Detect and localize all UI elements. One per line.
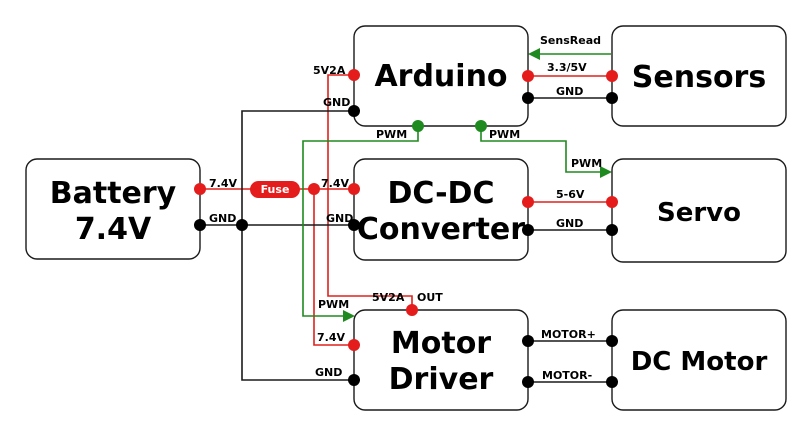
dcdc-gnd-label: GND — [326, 212, 353, 225]
sensor-power-label: 3.3/5V — [547, 61, 587, 74]
arduino-sensor-power-pin — [522, 70, 534, 82]
connection-dots — [194, 69, 618, 388]
battery-label-line2: 7.4V — [75, 212, 152, 247]
wire-pwm-to-motor-driver — [302, 127, 419, 317]
motor-driver-label-line1: Motor — [391, 326, 491, 361]
pin-labels: SensRead 3.3/5V GND 5V2A GND PWM PWM PWM… — [209, 34, 602, 382]
dcdc-7v4-label: 7.4V — [321, 177, 349, 190]
arduino-pwm-pin-2 — [475, 120, 487, 132]
motor-driver-label-line2: Driver — [389, 362, 494, 397]
dcdc-label-line2: Converter — [357, 212, 525, 247]
motor-driver-motor-plus-pin — [522, 335, 534, 347]
battery-7v4-label: 7.4V — [209, 177, 237, 190]
motor-driver-pwm-arrow-icon — [343, 310, 355, 322]
motor-driver-motor-minus-pin — [522, 376, 534, 388]
dc-motor-block: DC Motor — [611, 309, 787, 411]
motor-driver-gnd-pin — [348, 374, 360, 386]
dcdc-output-pin — [522, 196, 534, 208]
motor-driver-gnd-label: GND — [315, 366, 342, 379]
sensors-power-pin — [606, 70, 618, 82]
arduino-gnd-pin — [348, 105, 360, 117]
power-junction — [308, 183, 320, 195]
battery-gnd-pin — [194, 219, 206, 231]
battery-positive-pin — [194, 183, 206, 195]
motor-driver-block: Motor Driver — [353, 309, 529, 411]
motor-driver-out-label: OUT — [417, 291, 443, 304]
dc-motor-minus-pin — [606, 376, 618, 388]
servo-pwm-arrow-icon — [600, 166, 612, 178]
arduino-block: Arduino — [353, 25, 529, 127]
wires — [201, 48, 612, 383]
battery-label-line1: Battery — [50, 176, 177, 211]
motor-plus-label: MOTOR+ — [541, 328, 596, 341]
motor-driver-5v2a-label: 5V2A — [372, 291, 405, 304]
servo-label: Servo — [657, 198, 741, 228]
dcdc-converter-block: DC-DC Converter — [353, 158, 529, 261]
fuse: Fuse — [250, 181, 300, 198]
pwm-left-label: PWM — [376, 128, 407, 141]
arduino-sensor-gnd-pin — [522, 92, 534, 104]
motor-driver-7v4-label: 7.4V — [317, 331, 345, 344]
sensors-label: Sensors — [632, 60, 766, 95]
arduino-pwm-pin-1 — [412, 120, 424, 132]
dc-motor-label: DC Motor — [631, 347, 768, 377]
pwm-right-label: PWM — [489, 128, 520, 141]
battery-gnd-label: GND — [209, 212, 236, 225]
motor-driver-out-pin — [406, 304, 418, 316]
sensors-block: Sensors — [611, 25, 787, 127]
arduino-gnd-label: GND — [323, 96, 350, 109]
motor-driver-pwm-label: PWM — [318, 298, 349, 311]
arduino-5v2a-label: 5V2A — [313, 64, 346, 77]
dcdc-label-line1: DC-DC — [388, 176, 495, 211]
wire-5v2a-out-to-arduino — [327, 74, 413, 309]
fuse-label: Fuse — [261, 183, 290, 196]
sensread-arrow-icon — [528, 48, 540, 60]
dcdc-gnd-pin — [348, 219, 360, 231]
wire-pwm-to-servo — [480, 127, 604, 173]
motor-driver-7v4-pin — [348, 339, 360, 351]
servo-block: Servo — [611, 158, 787, 263]
servo-pwm-label: PWM — [571, 157, 602, 170]
servo-gnd-label: GND — [556, 217, 583, 230]
sensread-label: SensRead — [540, 34, 601, 47]
arduino-5v-pin — [348, 69, 360, 81]
wire-gnd-bus-motor-driver — [241, 225, 353, 381]
sensors-gnd-pin — [606, 92, 618, 104]
servo-power-label: 5-6V — [556, 188, 585, 201]
battery-block: Battery 7.4V — [25, 158, 201, 260]
arduino-label: Arduino — [374, 59, 507, 94]
wire-7v4-to-motor-driver — [313, 189, 353, 346]
dcdc-output-gnd-pin — [522, 224, 534, 236]
wire-gnd-bus-arduino — [241, 110, 353, 225]
gnd-junction — [236, 219, 248, 231]
servo-gnd-pin — [606, 224, 618, 236]
dcdc-input-pin — [348, 183, 360, 195]
dc-motor-plus-pin — [606, 335, 618, 347]
servo-power-pin — [606, 196, 618, 208]
sensor-gnd-label: GND — [556, 85, 583, 98]
motor-minus-label: MOTOR- — [542, 369, 592, 382]
